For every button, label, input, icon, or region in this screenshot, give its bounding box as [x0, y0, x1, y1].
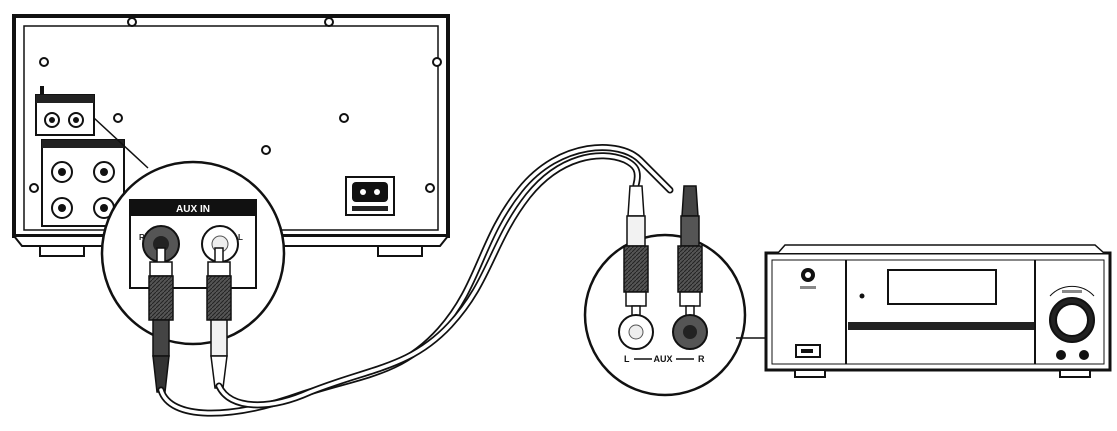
aux-plug-left — [623, 185, 649, 319]
aux-label-left: L — [624, 354, 630, 364]
player-aux-zoom: L AUX R — [583, 185, 780, 397]
aux-plug-right — [677, 185, 703, 319]
player-unit-front — [764, 244, 1112, 378]
aux-label-mid: AUX — [653, 354, 672, 364]
display-window — [887, 269, 997, 305]
foot-left — [39, 245, 85, 257]
aux-in-label: AUX IN — [176, 204, 210, 215]
disc-slot — [848, 322, 1034, 330]
headphone-jack — [1056, 350, 1066, 360]
rca-plug-light — [206, 247, 232, 389]
jack-letter-left: L — [238, 233, 243, 242]
aux-in-zoom: AUX IN R L — [100, 160, 286, 393]
foot-right — [377, 245, 423, 257]
aux-label-right: R — [698, 354, 705, 364]
jack-letter-right: R — [139, 233, 145, 242]
audio-cable — [157, 144, 674, 417]
main-unit-rear-panel — [11, 14, 451, 257]
mic-jack — [1079, 350, 1089, 360]
rca-plug-dark — [148, 247, 174, 393]
